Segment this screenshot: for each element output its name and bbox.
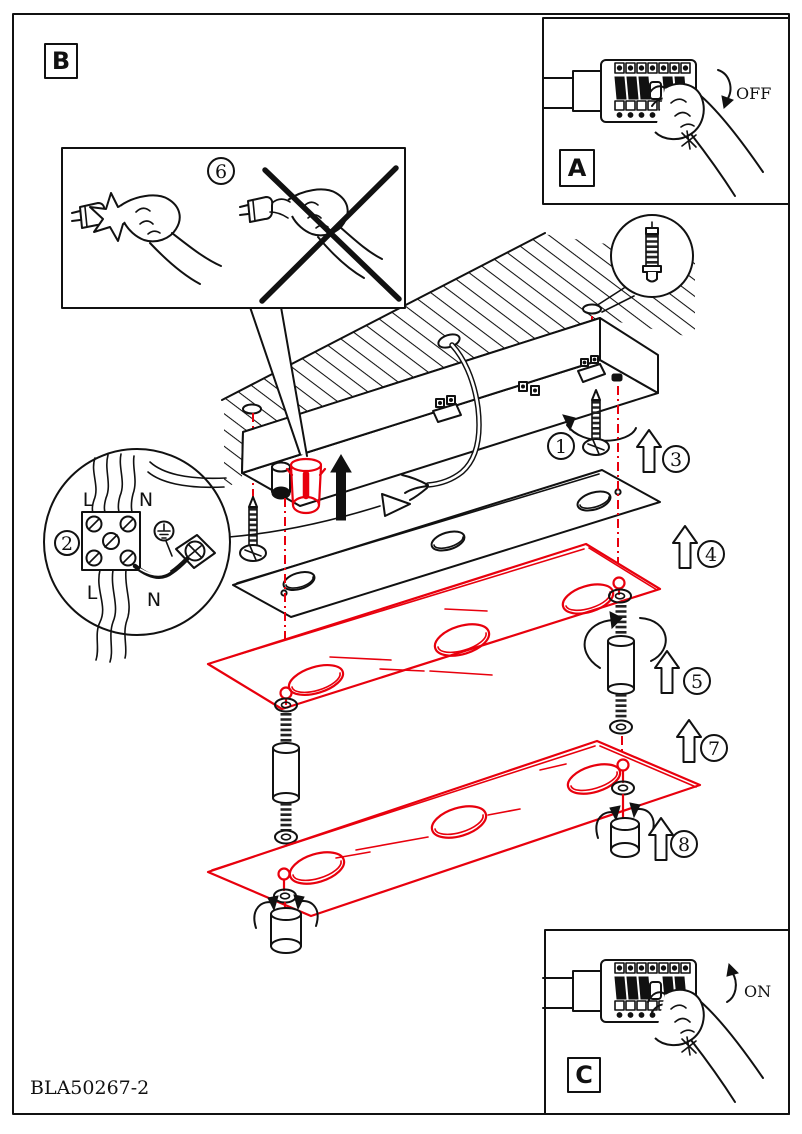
step-4-badge: 4 [697,540,725,568]
terminal-detail-circle: L N L N 2 [43,448,231,663]
panel-shine-lines [335,763,567,859]
wall-anchor-detail [582,214,694,315]
mounting-screw-left [239,496,267,562]
incoming-wires [91,453,227,514]
plate-hole [282,571,316,591]
wall-anchor-icon [642,221,662,283]
panel-lens [430,805,488,839]
panel-b-label: B [44,43,78,79]
correct-hand-with-cloth [71,192,222,285]
svg-text:C: C [575,1061,593,1089]
terminal-block [81,511,141,571]
neutral-label-top: N [139,489,153,511]
mounting-plate [232,469,661,618]
step-2-badge: 2 [54,530,80,556]
earth-symbol-icon [153,520,175,557]
bulb-handling-inset: 6 [61,147,406,309]
earth-screw-terminal [175,534,216,569]
svg-text:A: A [568,154,587,182]
svg-text:6: 6 [215,161,227,183]
svg-text:4: 4 [705,544,717,566]
insert-arrow-black [330,454,352,521]
power-off-inset: OFF A [542,17,790,205]
svg-text:5: 5 [691,671,703,693]
live-label-bottom: L [87,582,98,604]
step-7-badge: 7 [700,734,728,762]
wiring-leader [228,505,381,538]
svg-text:7: 7 [708,738,720,760]
svg-text:8: 8 [678,834,690,856]
svg-text:B: B [52,47,70,75]
svg-text:1: 1 [555,436,567,458]
panel-a-label: A [559,149,595,187]
panel-lens [433,623,491,657]
plate-hole [430,530,466,552]
earth-wire [132,556,190,580]
on-label: ON [744,982,771,1001]
step-6-badge: 6 [207,157,235,185]
page-border [12,13,790,1115]
rotate-arc [583,619,615,669]
callout-wedge [249,306,308,457]
cap-nut-right [595,780,655,858]
outgoing-wires [95,569,130,663]
prohibition-cross-icon [259,165,402,304]
threaded-rod-right [583,576,667,757]
off-arrow [717,69,732,101]
lamp-socket-right [577,355,623,383]
live-label-top: L [83,489,94,511]
on-arrow [726,971,737,1003]
neutral-label-bottom: N [147,589,161,611]
step-8-arrow [648,817,674,861]
svg-text:2: 2 [61,533,73,555]
svg-text:3: 3 [670,449,682,471]
ceiling-hole-left [242,403,262,415]
step-8-badge: 8 [670,830,698,858]
step-3-badge: 3 [662,445,690,473]
step-4-arrow [672,525,698,569]
panel-c-label: C [567,1057,601,1093]
direction-triangle [381,493,411,517]
spacer-tube [607,635,635,695]
terminal-nubs [518,381,540,396]
panel-shine-lines [329,608,493,676]
threaded-rod-left [272,686,300,868]
off-label: OFF [736,84,771,103]
step-5-badge: 5 [683,667,711,695]
lamp-socket-middle [432,395,462,423]
mains-cable [401,333,482,501]
rotate-arrowhead [562,414,576,432]
step-3-arrow [636,429,662,473]
lamp-socket-red [285,457,327,515]
step-7-arrow [676,719,702,763]
part-code: BLA50267-2 [30,1077,149,1099]
mounting-screw-right [562,389,637,456]
ceiling-hole-right [582,303,602,315]
lamp-holder-black [271,461,291,500]
plate-hole [576,490,612,512]
step-1-badge: 1 [547,432,575,460]
step-5-arrow [654,650,680,694]
power-on-inset: ON C [542,929,790,1115]
cap-nut-left [253,888,319,954]
panel-lens [566,763,622,795]
spacer-tube [272,742,300,804]
